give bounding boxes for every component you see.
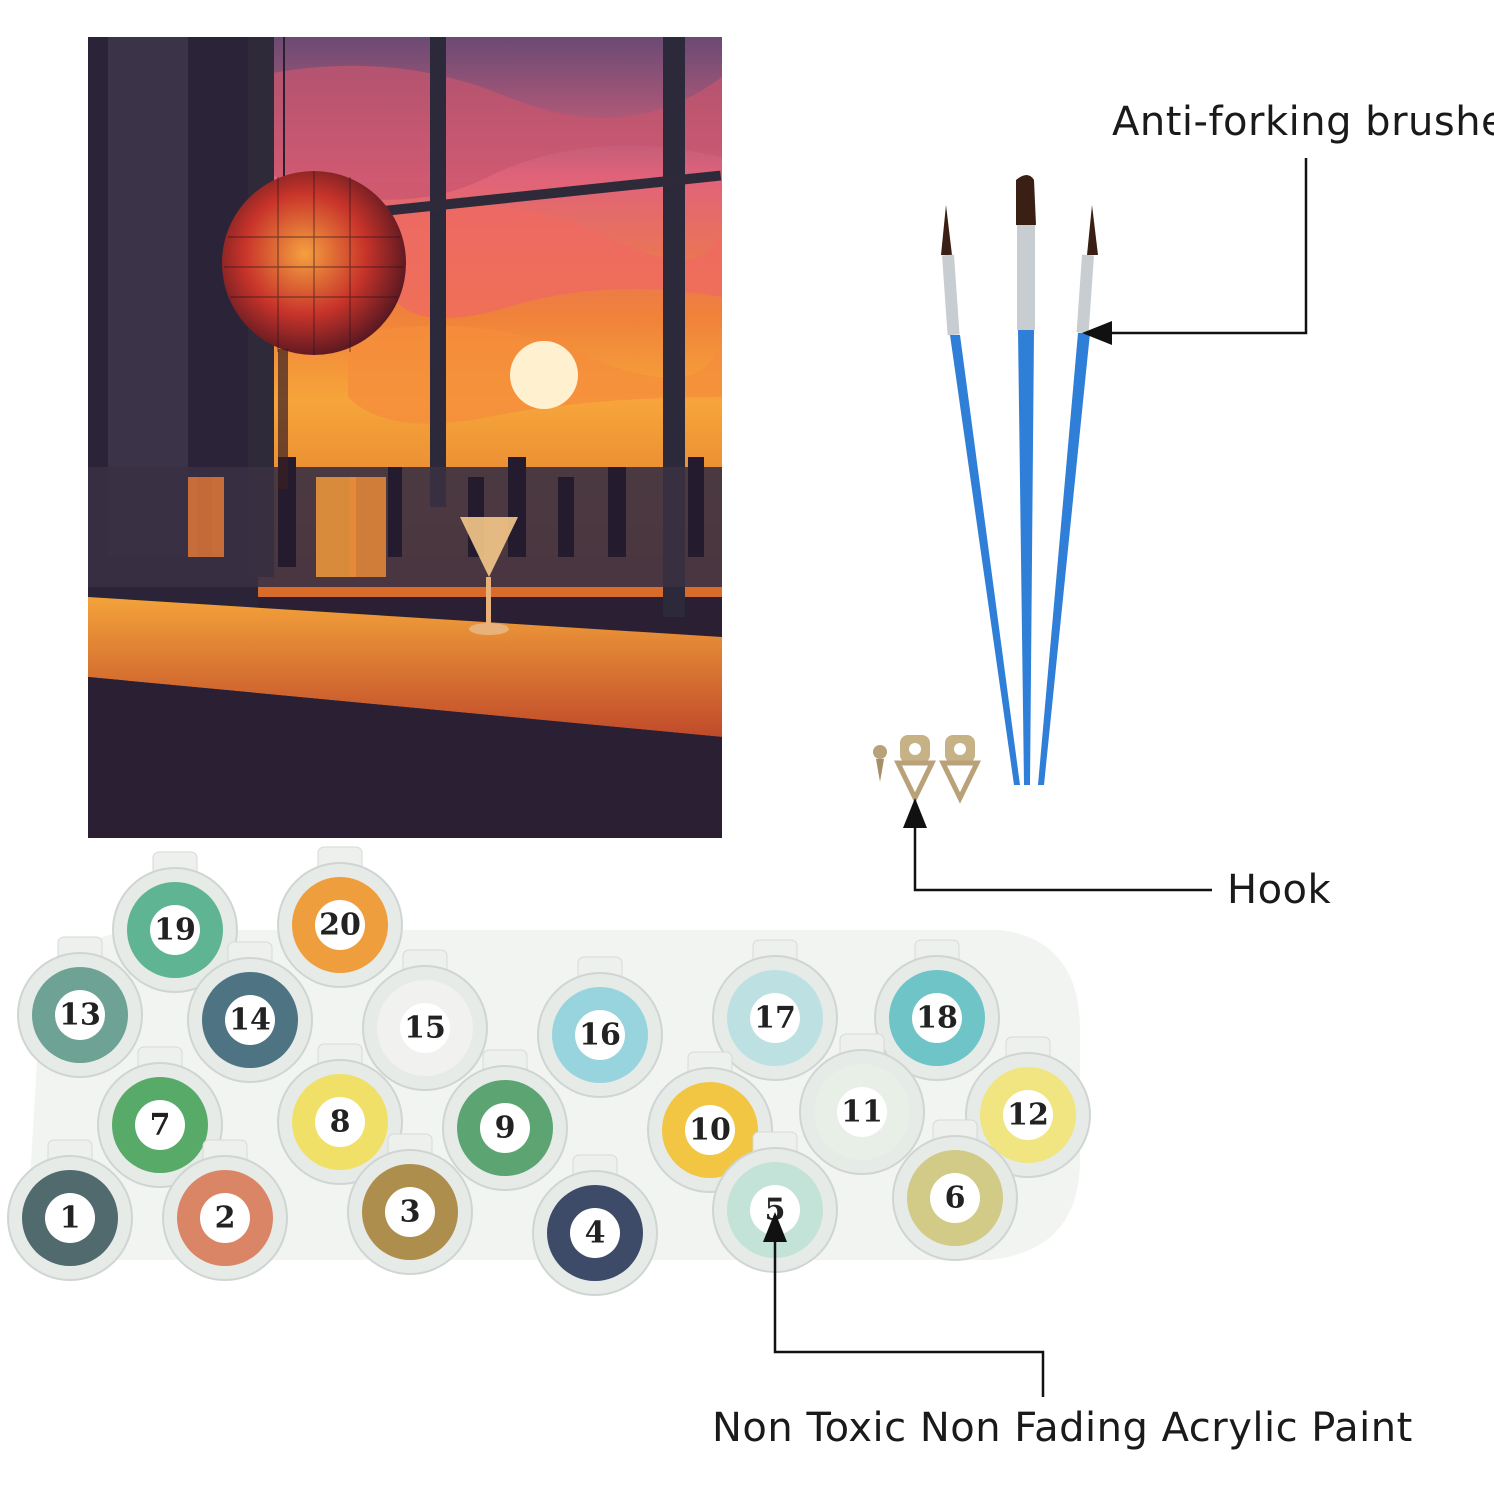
arrowheads — [763, 321, 1112, 1242]
arrow-hook-icon — [903, 798, 927, 828]
paint-pot: 16 — [537, 956, 663, 1098]
paint-pot-number: 13 — [59, 998, 101, 1033]
paint-pot: 12 — [965, 1036, 1091, 1178]
brushes-group — [941, 175, 1098, 785]
paint-pot-number: 16 — [579, 1018, 621, 1053]
paint-pot-number: 3 — [400, 1195, 421, 1230]
paint-pot: 17 — [712, 939, 838, 1081]
paint-pot: 11 — [799, 1033, 925, 1175]
hook-icon — [894, 735, 936, 804]
paint-pot: 6 — [892, 1119, 1018, 1261]
brushes-callout-label: Anti-forking brushes — [1112, 99, 1494, 145]
screw-icon — [873, 745, 887, 782]
arrow-paint-icon — [763, 1212, 787, 1242]
paint-pot: 4 — [532, 1154, 658, 1296]
paint-pot: 19 — [112, 851, 238, 993]
paint-pot: 15 — [362, 949, 488, 1091]
paint-pot-number: 15 — [404, 1011, 446, 1046]
paint-pot-number: 11 — [841, 1095, 883, 1130]
paint-pot-number: 1 — [60, 1201, 81, 1236]
paint-pot: 5 — [712, 1131, 838, 1273]
paint-pot: 3 — [347, 1133, 473, 1275]
paint-pot: 9 — [442, 1049, 568, 1191]
callout-lines — [773, 158, 1308, 1397]
paint-pot: 20 — [277, 846, 403, 988]
brush-middle — [1016, 175, 1036, 785]
paint-pot-number: 9 — [495, 1111, 516, 1146]
painting-image — [88, 37, 722, 838]
arrow-brushes-icon — [1082, 321, 1112, 345]
paint-pot-number: 12 — [1007, 1098, 1049, 1133]
paint-pot-number: 17 — [754, 1001, 796, 1036]
hook-group — [873, 735, 981, 804]
paint-pot-number: 7 — [150, 1108, 171, 1143]
brush-right — [1038, 205, 1098, 785]
paint-pot: 1 — [7, 1139, 133, 1281]
paint-pot-number: 18 — [916, 1001, 958, 1036]
paint-pot-number: 5 — [765, 1193, 786, 1228]
paint-pot: 18 — [874, 939, 1000, 1081]
paint-pot: 13 — [17, 936, 143, 1078]
brush-left — [941, 205, 1020, 785]
paint-pot: 2 — [162, 1139, 288, 1281]
paint-pot: 8 — [277, 1043, 403, 1185]
paint-pot-number: 20 — [319, 908, 361, 943]
paint-pot-number: 8 — [330, 1105, 351, 1140]
paint-pot-number: 10 — [689, 1113, 731, 1148]
paint-pot: 7 — [97, 1046, 223, 1188]
paint-pot-number: 4 — [585, 1216, 606, 1251]
paint-callout-label: Non Toxic Non Fading Acrylic Paint — [712, 1405, 1413, 1451]
paint-pot: 14 — [187, 941, 313, 1083]
paint-pot-number: 19 — [154, 913, 196, 948]
hook-callout-label: Hook — [1227, 867, 1332, 913]
paint-pot-number: 14 — [229, 1003, 271, 1038]
paint-pot-number: 2 — [215, 1201, 236, 1236]
hook-icon — [939, 735, 981, 804]
paint-pot-number: 6 — [945, 1181, 966, 1216]
